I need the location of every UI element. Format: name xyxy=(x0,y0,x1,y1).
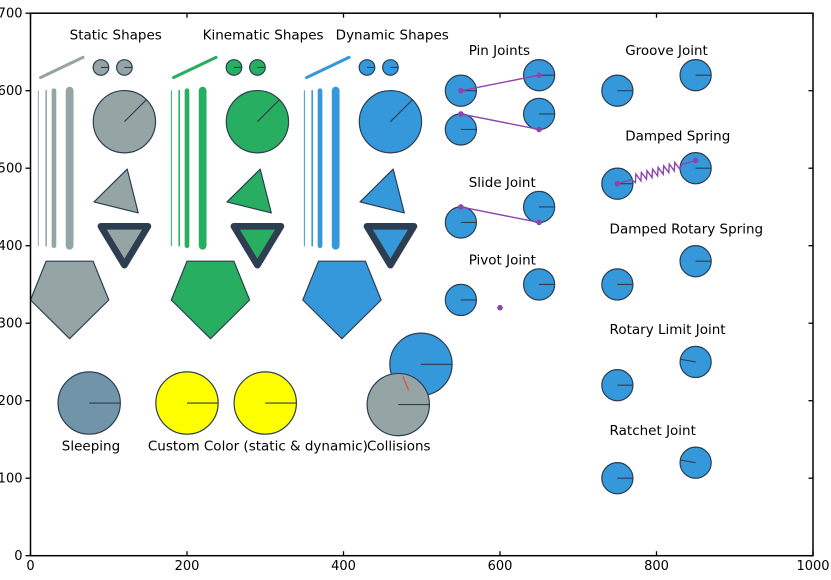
dynamic-segment-diagonal xyxy=(305,55,351,80)
static-segment-diagonal xyxy=(39,55,85,80)
dynamic-triangle xyxy=(359,168,405,214)
y-tick-label: 100 xyxy=(0,472,23,487)
caption-damped-spring: Damped Spring xyxy=(625,128,730,144)
joint-anchor-dot-8 xyxy=(692,157,699,164)
static-rounded-triangle xyxy=(97,222,152,269)
caption-dynamic-shapes: Dynamic Shapes xyxy=(336,28,449,44)
y-tick-label: 700 xyxy=(0,7,23,22)
static-triangle xyxy=(93,168,139,214)
caption-ratchet-joint: Ratchet Joint xyxy=(610,423,696,439)
axes-frame xyxy=(29,12,814,557)
rotary-limit-joint-circle-b-radius-line xyxy=(680,358,696,363)
caption-custom-color: Custom Color (static & dynamic) xyxy=(148,438,368,454)
caption-damped-rotary-spring: Damped Rotary Spring xyxy=(610,221,764,237)
x-tick-label: 200 xyxy=(175,559,200,574)
kinematic-triangle xyxy=(226,168,272,214)
pin-joint-2-link xyxy=(460,113,540,131)
caption-slide-joint: Slide Joint xyxy=(469,175,536,191)
joint-anchor-dot-3 xyxy=(536,126,542,133)
joint-anchor-dot-6 xyxy=(497,304,503,311)
dynamic-pentagon xyxy=(302,260,382,340)
static-pentagon xyxy=(29,260,110,340)
caption-rotary-limit-joint: Rotary Limit Joint xyxy=(610,322,726,338)
dynamic-rounded-triangle xyxy=(363,222,418,269)
joint-anchor-dot-7 xyxy=(614,180,621,187)
y-tick-label: 400 xyxy=(0,239,23,254)
y-tick-label: 500 xyxy=(0,162,23,177)
damped-spring-zigzag xyxy=(617,159,696,185)
pin-joint-1-link xyxy=(460,74,540,92)
caption-groove-joint: Groove Joint xyxy=(625,43,708,59)
joint-anchor-dot-1 xyxy=(536,72,542,78)
caption-collisions: Collisions xyxy=(367,438,431,454)
caption-pin-joints: Pin Joints xyxy=(469,43,530,59)
x-tick-label: 0 xyxy=(26,559,34,574)
caption-static-shapes: Static Shapes xyxy=(70,28,162,44)
joint-anchor-dot-0 xyxy=(458,87,464,94)
static-circle-big-radius-line xyxy=(124,99,147,123)
dynamic-circle-big-radius-line xyxy=(390,99,413,123)
ratchet-joint-circle-b-radius-line xyxy=(680,459,696,464)
y-tick-label: 200 xyxy=(0,394,23,409)
caption-kinematic-shapes: Kinematic Shapes xyxy=(203,28,324,44)
x-tick-label: 600 xyxy=(488,559,513,574)
y-tick-label: 600 xyxy=(0,84,23,99)
collision-contact-line xyxy=(402,376,410,391)
y-tick-label: 0 xyxy=(14,549,22,564)
caption-pivot-joint: Pivot Joint xyxy=(469,252,536,268)
kinematic-rounded-triangle xyxy=(230,222,285,269)
joint-anchor-dot-4 xyxy=(458,204,464,210)
kinematic-circle-big-radius-line xyxy=(257,99,280,123)
kinematic-pentagon xyxy=(170,260,251,340)
joint-anchor-dot-2 xyxy=(458,111,464,117)
x-tick-label: 400 xyxy=(331,559,356,574)
y-tick-label: 300 xyxy=(0,317,23,332)
slide-joint-link xyxy=(460,206,540,224)
kinematic-segment-diagonal xyxy=(172,55,218,80)
joint-anchor-dot-5 xyxy=(536,219,542,226)
x-tick-label: 800 xyxy=(644,559,669,574)
caption-sleeping: Sleeping xyxy=(62,438,120,454)
x-tick-label: 1000 xyxy=(796,559,829,574)
